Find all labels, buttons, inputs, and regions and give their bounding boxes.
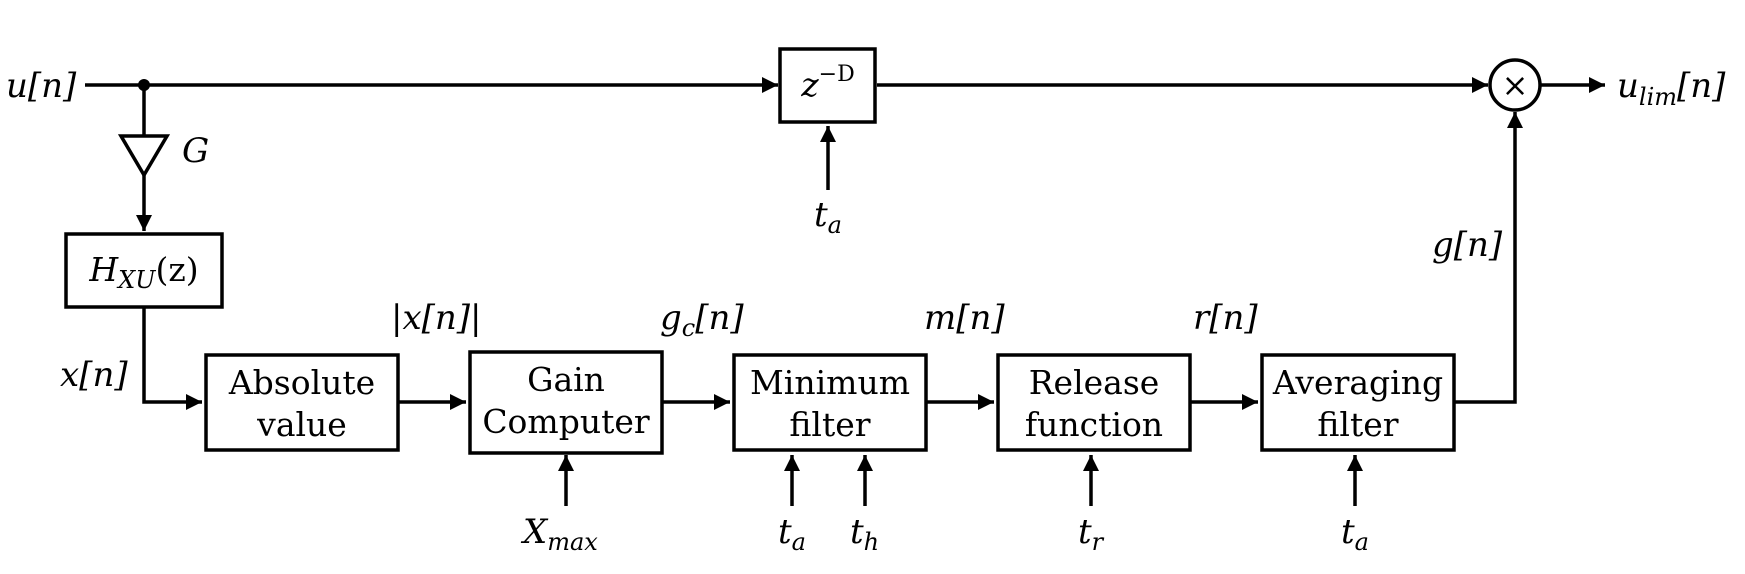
release-function-line1: Release: [1029, 363, 1160, 402]
delay-ta-subscript: a: [828, 211, 842, 239]
absolute-value-line1: Absolute: [228, 363, 375, 402]
g-signal-label: g[n]: [1432, 225, 1503, 265]
delay-z: z: [800, 65, 819, 104]
output-arrow: [1589, 77, 1605, 93]
averaging-filter-line1: Averaging: [1272, 363, 1443, 402]
averaging-filter-block: Averaging filter: [1260, 353, 1456, 452]
hxu-subscript: XU: [116, 266, 156, 294]
parameter-labels: ta Xmax ta th tr ta: [520, 195, 1369, 556]
output-signal-index: [n]: [1677, 66, 1726, 106]
delay-ta-main: t: [814, 195, 828, 235]
release-tr-main: t: [1078, 512, 1092, 552]
abs-to-gain-computer-arrow: [450, 394, 466, 410]
hxu-to-abs-wire: [142, 308, 202, 404]
gain-computer-to-min-arrow: [714, 394, 730, 410]
avg-to-multiplier-wire: [1453, 112, 1517, 404]
gain-computer-line2: Computer: [482, 402, 650, 441]
multiplier-node: ×: [1488, 58, 1542, 112]
multiplier-symbol: ×: [1502, 66, 1529, 104]
abs-x-signal-label: |x[n]|: [391, 298, 482, 338]
minimum-filter-line2: filter: [789, 405, 870, 444]
min-to-release-arrow: [978, 394, 994, 410]
gain-triangle: G: [117, 131, 209, 179]
avg-ta-subscript: a: [1355, 528, 1369, 556]
avg-ta-param-arrow: [1347, 455, 1363, 471]
release-tr-param-arrow: [1083, 455, 1099, 471]
svg-text:ta: ta: [1341, 512, 1369, 556]
x-signal-label: x[n]: [60, 355, 128, 395]
gain-computer-line1: Gain: [527, 360, 605, 399]
m-signal-label: m[n]: [924, 298, 1005, 338]
svg-text:tr: tr: [1078, 512, 1105, 556]
min-th-main: t: [850, 512, 864, 552]
xmax-main: X: [520, 512, 549, 552]
input-signal-text: u[n]: [6, 66, 77, 106]
avg-ta-main: t: [1341, 512, 1355, 552]
gc-signal-subscript: c: [682, 314, 695, 342]
output-signal-subscript: lim: [1639, 83, 1677, 111]
svg-text:gc[n]: gc[n]: [660, 298, 744, 342]
gain-to-hxu-arrow: [136, 215, 152, 231]
xmax-subscript: max: [547, 528, 598, 556]
multiplier-circle: [1488, 58, 1542, 112]
delay-to-multiplier-arrow: [1472, 77, 1488, 93]
gain-computer-block: Gain Computer: [468, 350, 664, 455]
svg-text:th: th: [850, 512, 879, 556]
xmax-param-arrow: [558, 455, 574, 471]
svg-text:ta: ta: [778, 512, 806, 556]
hxu-argument: (z): [155, 250, 198, 289]
absolute-value-line2: value: [256, 405, 347, 444]
hxu-to-abs-arrow: [186, 394, 202, 410]
minimum-filter-block: Minimum filter: [732, 353, 928, 452]
hxu-block: HXU(z): [64, 232, 224, 309]
hxu-h: H: [88, 250, 119, 289]
signal-labels: u[n] ulim[n] x[n] |x[n]| gc[n] m[n] r[n]…: [6, 66, 1726, 395]
delay-exponent: −D: [819, 62, 855, 87]
signal-wires: [85, 77, 1605, 506]
svg-text:Xmax: Xmax: [520, 512, 598, 556]
averaging-filter-line2: filter: [1317, 405, 1398, 444]
r-signal-label: r[n]: [1193, 298, 1258, 338]
gc-signal-g: g: [660, 298, 682, 338]
release-to-avg-arrow: [1242, 394, 1258, 410]
min-th-param-arrow: [857, 455, 873, 471]
svg-text:ta: ta: [814, 195, 842, 239]
input-signal-label: u[n]: [6, 66, 77, 106]
minimum-filter-line1: Minimum: [750, 363, 910, 402]
release-tr-subscript: r: [1092, 528, 1105, 556]
min-ta-param-arrow: [784, 455, 800, 471]
absolute-value-block: Absolute value: [204, 353, 400, 452]
min-ta-main: t: [778, 512, 792, 552]
min-th-subscript: h: [864, 528, 879, 556]
delay-param-arrow: [820, 126, 836, 142]
input-to-delay-arrow: [762, 77, 778, 93]
delay-block: z−D: [778, 47, 877, 124]
release-function-line2: function: [1025, 405, 1163, 444]
output-signal-u: u: [1617, 66, 1639, 106]
svg-text:z−D: z−D: [800, 62, 854, 104]
release-function-block: Release function: [996, 353, 1192, 452]
gain-label: G: [182, 131, 209, 171]
avg-to-multiplier-arrow: [1507, 112, 1523, 128]
gc-signal-index: [n]: [695, 298, 744, 338]
gain-triangle-shape: [117, 134, 171, 179]
svg-text:ulim[n]: ulim[n]: [1617, 66, 1726, 111]
min-ta-subscript: a: [792, 528, 806, 556]
svg-text:HXU(z): HXU(z): [88, 250, 198, 294]
